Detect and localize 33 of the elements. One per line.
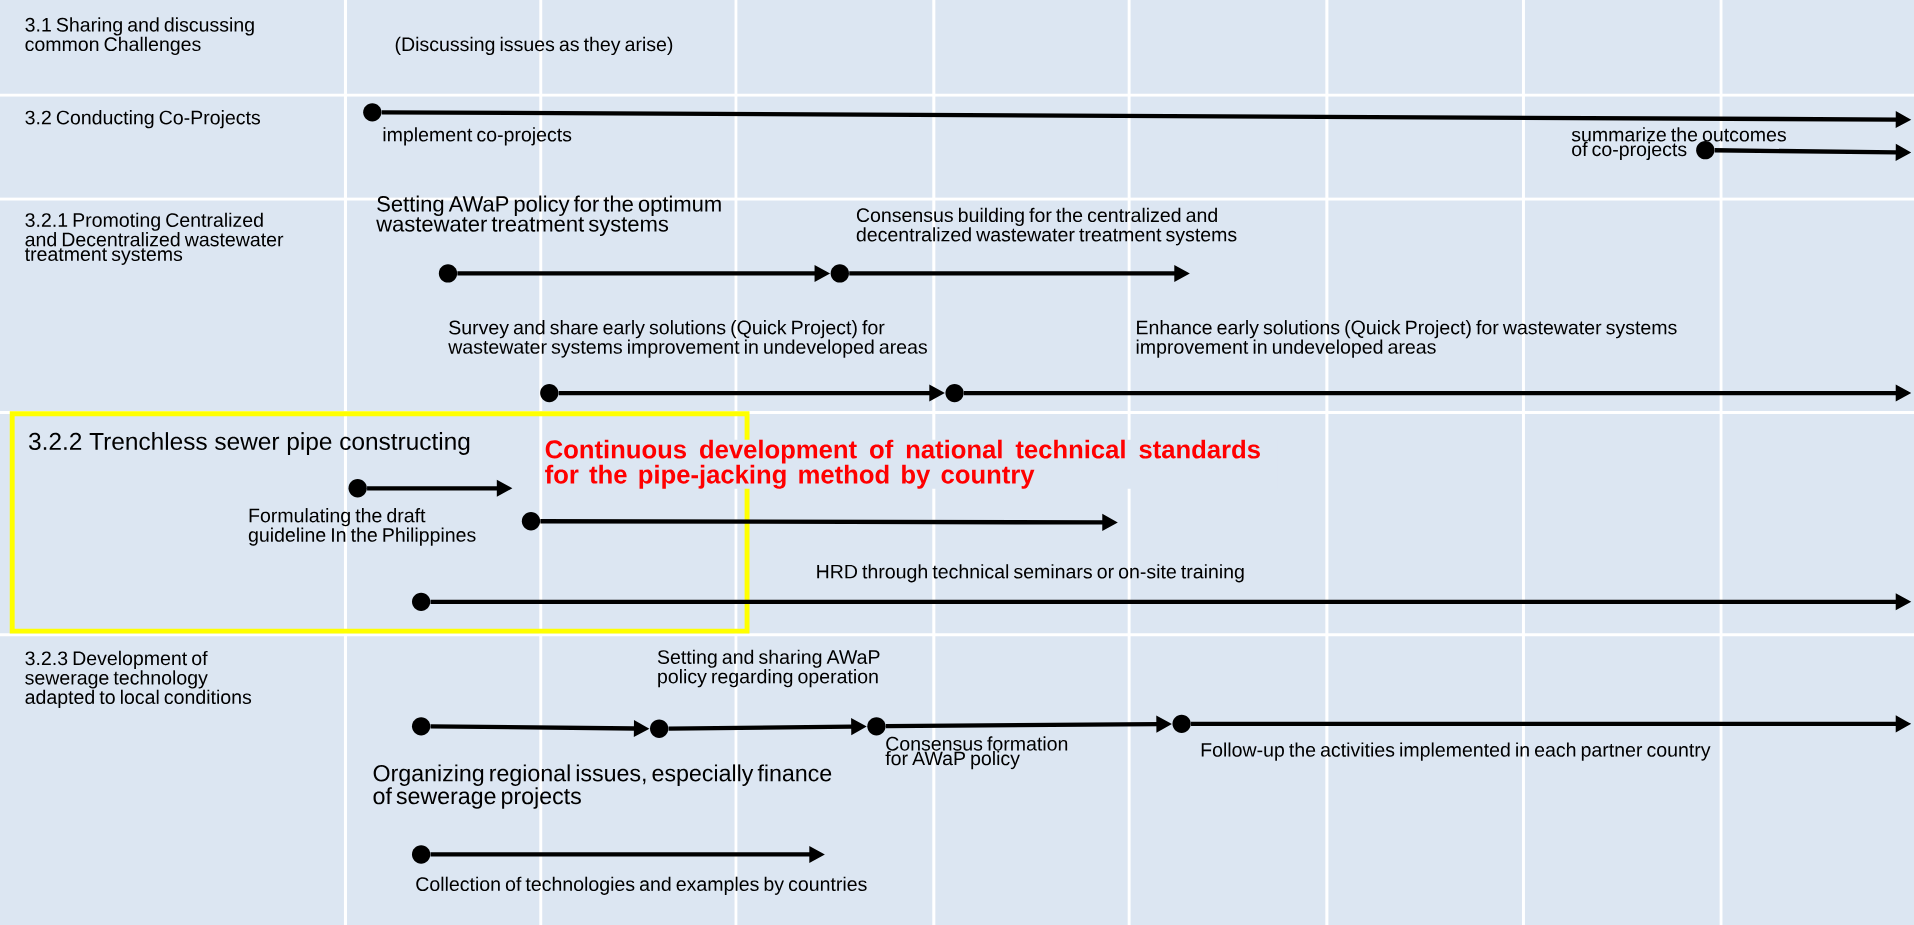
milestone-dot [1696,140,1715,160]
milestone-dot [1172,714,1191,733]
milestone-dot [867,717,886,736]
row-heading: 3.2.3 Development of sewerage technology adapted to local conditions [25,650,252,708]
edge-label: Setting and sharing AWaP policy regarding operation [657,649,880,688]
row-heading: 3.2.1 Promoting Centralized and Decentralized wastewater treatment systems [24,212,284,265]
edge-label: Formulating the draft guideline In the Philippines [248,507,476,546]
milestone-dot [412,717,431,736]
milestone-dot [945,383,964,403]
edge-label: HRD through technical seminars or on-site training [817,564,1244,583]
edge-label: Continuous development of national technical standards for the pipe-jacking method by country [544,439,1278,489]
milestone-dot [540,383,559,403]
edge-label: Setting AWaP policy for the optimum wastewater treatment systems [376,195,721,236]
milestone-dot [348,479,367,498]
milestone-dot [650,719,669,738]
edge-label: implement co-projects [383,127,572,146]
milestone-dot [412,592,431,611]
milestone-dot [412,845,431,864]
edge-label: Consensus formation for AWaP policy [885,736,1068,770]
row-heading: 3.2 Conducting Co-Projects [25,110,260,129]
milestone-dot [521,511,541,531]
subheading: Organizing regional issues, especially finance of sewerage projects [373,764,832,809]
note-text: (Discussing issues as they arise) [395,36,673,55]
edge-label: Follow-up the activities implemented in each partner country [1201,742,1711,761]
milestone-dot [438,264,458,283]
row-heading: 3.1 Sharing and discussing common Challenges [25,17,254,55]
edge-label: Consensus building for the centralized and decentralized wastewater treatment systems [856,207,1237,246]
milestone-dot [363,103,382,122]
edge-label: Enhance early solutions (Quick Project) for wastewater systems improvement in undeveloped areas [1136,319,1677,358]
milestone-dot [830,264,849,283]
edge-label: Survey and share early solutions (Quick Project) for wastewater systems improvement in undeveloped areas [448,319,927,358]
edge-label: Collection of technologies and examples by countries [416,876,867,895]
edge-label: summarize the outcomes of co-projects [1571,127,1786,160]
